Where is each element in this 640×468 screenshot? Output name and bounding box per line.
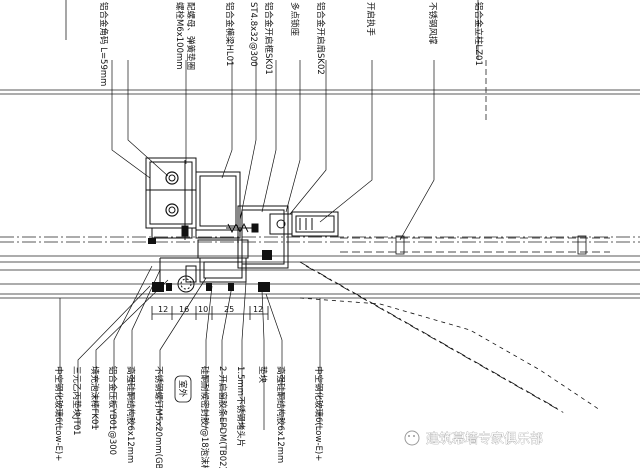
- label-corner-angle: 铝合金角码 L=59mm: [98, 2, 109, 86]
- top-leader-lines: [111, 60, 435, 241]
- label-stainless-screw: 不锈钢螺钉M5x20mm(GB): [153, 366, 164, 468]
- dimension-chain: [151, 306, 269, 320]
- bottom-leader-lines: [59, 265, 321, 430]
- room-label: 室外: [177, 380, 188, 398]
- label-window-gasket: 2-开启窗胶条EPDM(TB02): [217, 366, 228, 468]
- label-spacer-block: 垫块: [257, 366, 268, 384]
- dimension-value: 16: [179, 305, 189, 314]
- label-weather-sealant: 硅酮耐候密封胶/@18泡沫棒: [199, 366, 210, 468]
- label-insulated-glass-left: 中空钢化玻璃6(Low-E)+: [53, 366, 64, 461]
- dimension-value: 25: [224, 305, 234, 314]
- label-end-plate: 1.5mm不锈钢堵头片: [235, 366, 246, 447]
- wechat-icon: [404, 430, 420, 446]
- label-pressure-plate: 铝合金压板YB01@300: [107, 366, 118, 455]
- dimension-value: 12: [253, 305, 263, 314]
- foam-rod: [177, 275, 195, 293]
- watermark: 建筑幕墙专家俱乐部: [404, 430, 543, 447]
- dimension-value: 10: [198, 305, 208, 314]
- friction-stay-arm: [299, 235, 610, 415]
- aluminum-transom-profile: [145, 157, 289, 284]
- dimension-value: 12: [158, 305, 168, 314]
- label-mullion: 铝合金立柱LZ01: [473, 2, 484, 66]
- label-insulated-glass-right: 中空钢化玻璃6(Low-E)+: [313, 366, 324, 461]
- label-handle: 开启执手: [365, 2, 376, 37]
- room-label-box: [174, 375, 192, 403]
- label-multipoint-lock: 多点锁座: [289, 2, 300, 37]
- label-structural-sealant-right: 高强硅酮结构胶6x12mm: [275, 366, 286, 463]
- bolt-heads: [165, 160, 189, 240]
- label-friction-stay: 不锈钢风撑: [427, 2, 438, 45]
- label-bolt: 螺栓M6x100mm: [174, 2, 185, 70]
- sash-handle-hardware: [269, 211, 339, 237]
- label-opening-frame: 铝合金开启框SK01: [263, 2, 274, 75]
- label-screw-spec: ST4.8x32@300: [248, 2, 258, 67]
- label-structural-sealant-left: 高强硅酮结构胶6x12mm: [125, 366, 136, 463]
- label-bolt-washer: 配螺母、弹簧垫圈: [185, 2, 196, 70]
- label-foam-rod: 填充泡沫棒FK01: [89, 366, 100, 430]
- self-tapping-screw: [226, 222, 259, 234]
- label-epdm-block: 三元乙丙垫块JT01: [71, 366, 82, 436]
- label-opening-sash: 铝合金开启扇SK02: [315, 2, 326, 75]
- watermark-text: 建筑幕墙专家俱乐部: [426, 431, 543, 447]
- structure-lines: [0, 0, 640, 299]
- label-transom: 铝合金横梁HL01: [224, 2, 235, 66]
